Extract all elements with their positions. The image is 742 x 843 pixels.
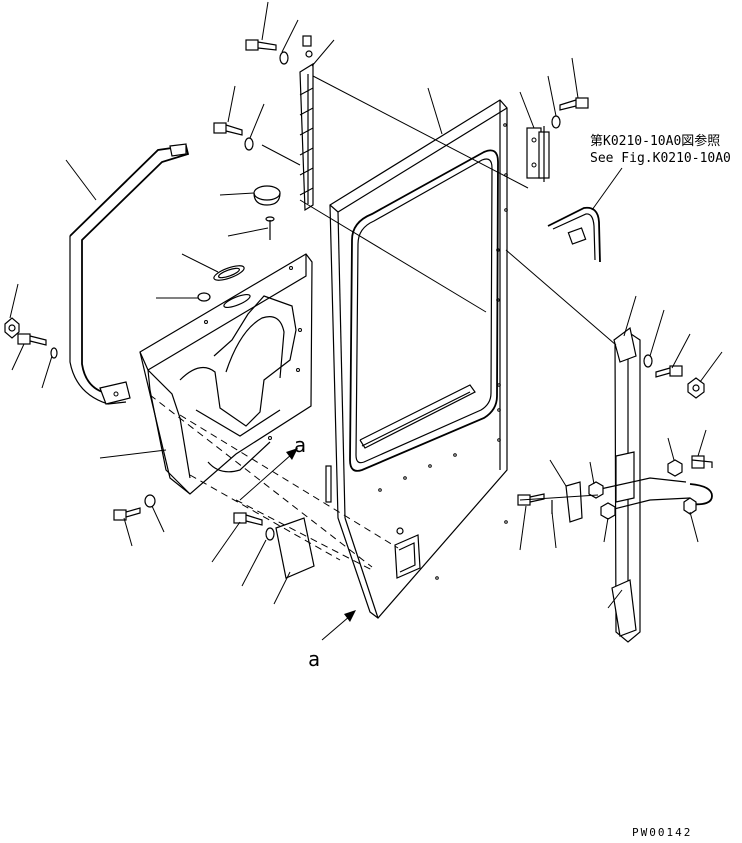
upper-handle-ref [547, 206, 601, 263]
assembly-guide-lines [149, 394, 399, 571]
bolt-mid-left [213, 122, 254, 151]
nut-left [4, 317, 20, 339]
small-components [197, 185, 583, 579]
cab-door-panel [325, 99, 508, 619]
bolt-hinge [551, 97, 589, 129]
bolt-striker [517, 493, 553, 514]
drawing-code: PW00142 [632, 826, 692, 839]
view-marker-a-upper: a [294, 433, 306, 457]
screw-trim [265, 216, 275, 240]
right-grab-handle [595, 326, 713, 643]
reference-text-ja: 第K0210-10A0図参照 [590, 133, 720, 149]
bolt-left [17, 333, 58, 359]
bolt-top-left [245, 39, 289, 65]
bolt-lower-left [113, 494, 156, 521]
weather-strip-rail [299, 35, 314, 212]
bolt-lower-center [233, 512, 275, 541]
view-arrow-a-upper [239, 448, 298, 501]
leader-lines [9, 1, 723, 609]
bolt-right-handle [643, 354, 705, 399]
reference-text-en: See Fig.K0210-10A0 [590, 151, 731, 166]
connection-lines [261, 75, 617, 501]
nuts-bracket [588, 455, 713, 520]
left-grab-handle [69, 143, 190, 405]
view-marker-a-lower: a [308, 647, 320, 671]
view-arrow-a-lower [321, 610, 356, 641]
door-hinge [526, 126, 550, 182]
inner-trim-panel [139, 253, 313, 495]
